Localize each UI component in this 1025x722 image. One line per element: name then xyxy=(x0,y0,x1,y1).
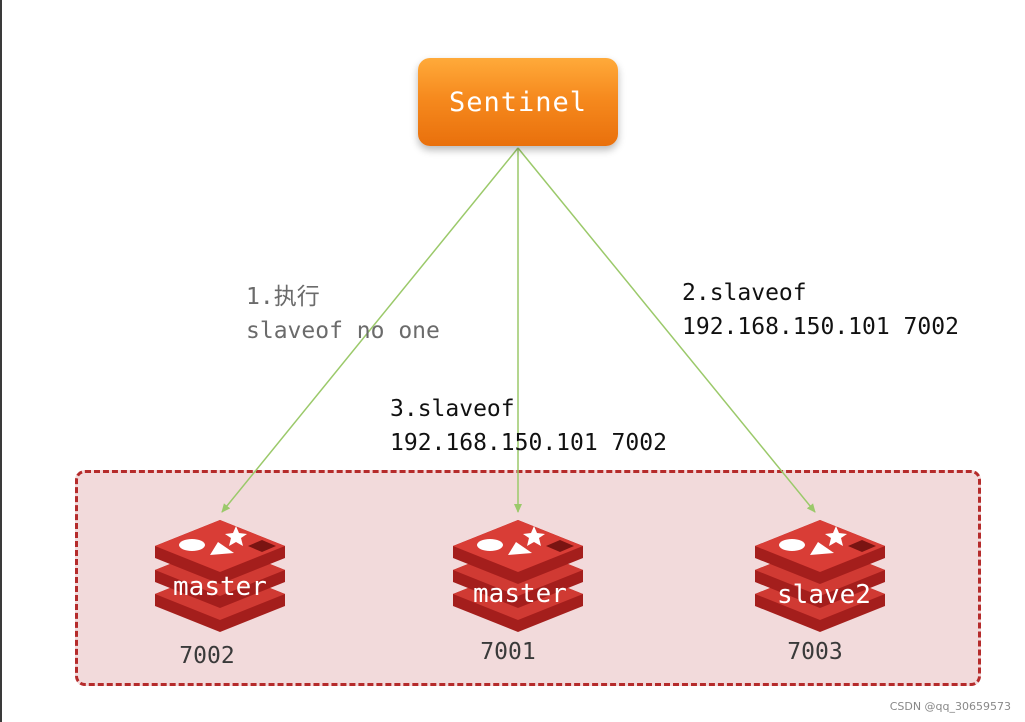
watermark: CSDN @qq_30659573 xyxy=(889,700,1011,713)
node-name-7003: slave2 xyxy=(777,580,871,610)
node-port-7002: 7002 xyxy=(179,643,235,669)
step3-line1: 3.slaveof xyxy=(390,396,515,422)
sentinel-node: Sentinel xyxy=(418,58,618,146)
sentinel-label: Sentinel xyxy=(448,86,588,118)
window-edge xyxy=(0,0,2,722)
step3-label: 3.slaveof 192.168.150.101 7002 xyxy=(390,392,667,460)
step2-label: 2.slaveof 192.168.150.101 7002 xyxy=(682,276,959,344)
step1-line2: slaveof no one xyxy=(246,318,440,344)
redis-icon xyxy=(155,520,285,632)
node-name-7001: master xyxy=(473,579,567,609)
step1-label: 1.执行 slaveof no one xyxy=(246,280,440,348)
edge-sentinel-to-7002 xyxy=(221,147,519,513)
redis-icon xyxy=(755,520,885,632)
edge-sentinel-to-7003 xyxy=(517,147,816,513)
step3-line2: 192.168.150.101 7002 xyxy=(390,430,667,456)
redis-icon xyxy=(453,520,583,632)
step2-line2: 192.168.150.101 7002 xyxy=(682,314,959,340)
node-port-7003: 7003 xyxy=(787,639,843,665)
node-port-7001: 7001 xyxy=(480,639,536,665)
step2-line1: 2.slaveof xyxy=(682,280,807,306)
node-name-7002: master xyxy=(173,572,267,602)
step1-line1: 1.执行 xyxy=(246,284,320,310)
